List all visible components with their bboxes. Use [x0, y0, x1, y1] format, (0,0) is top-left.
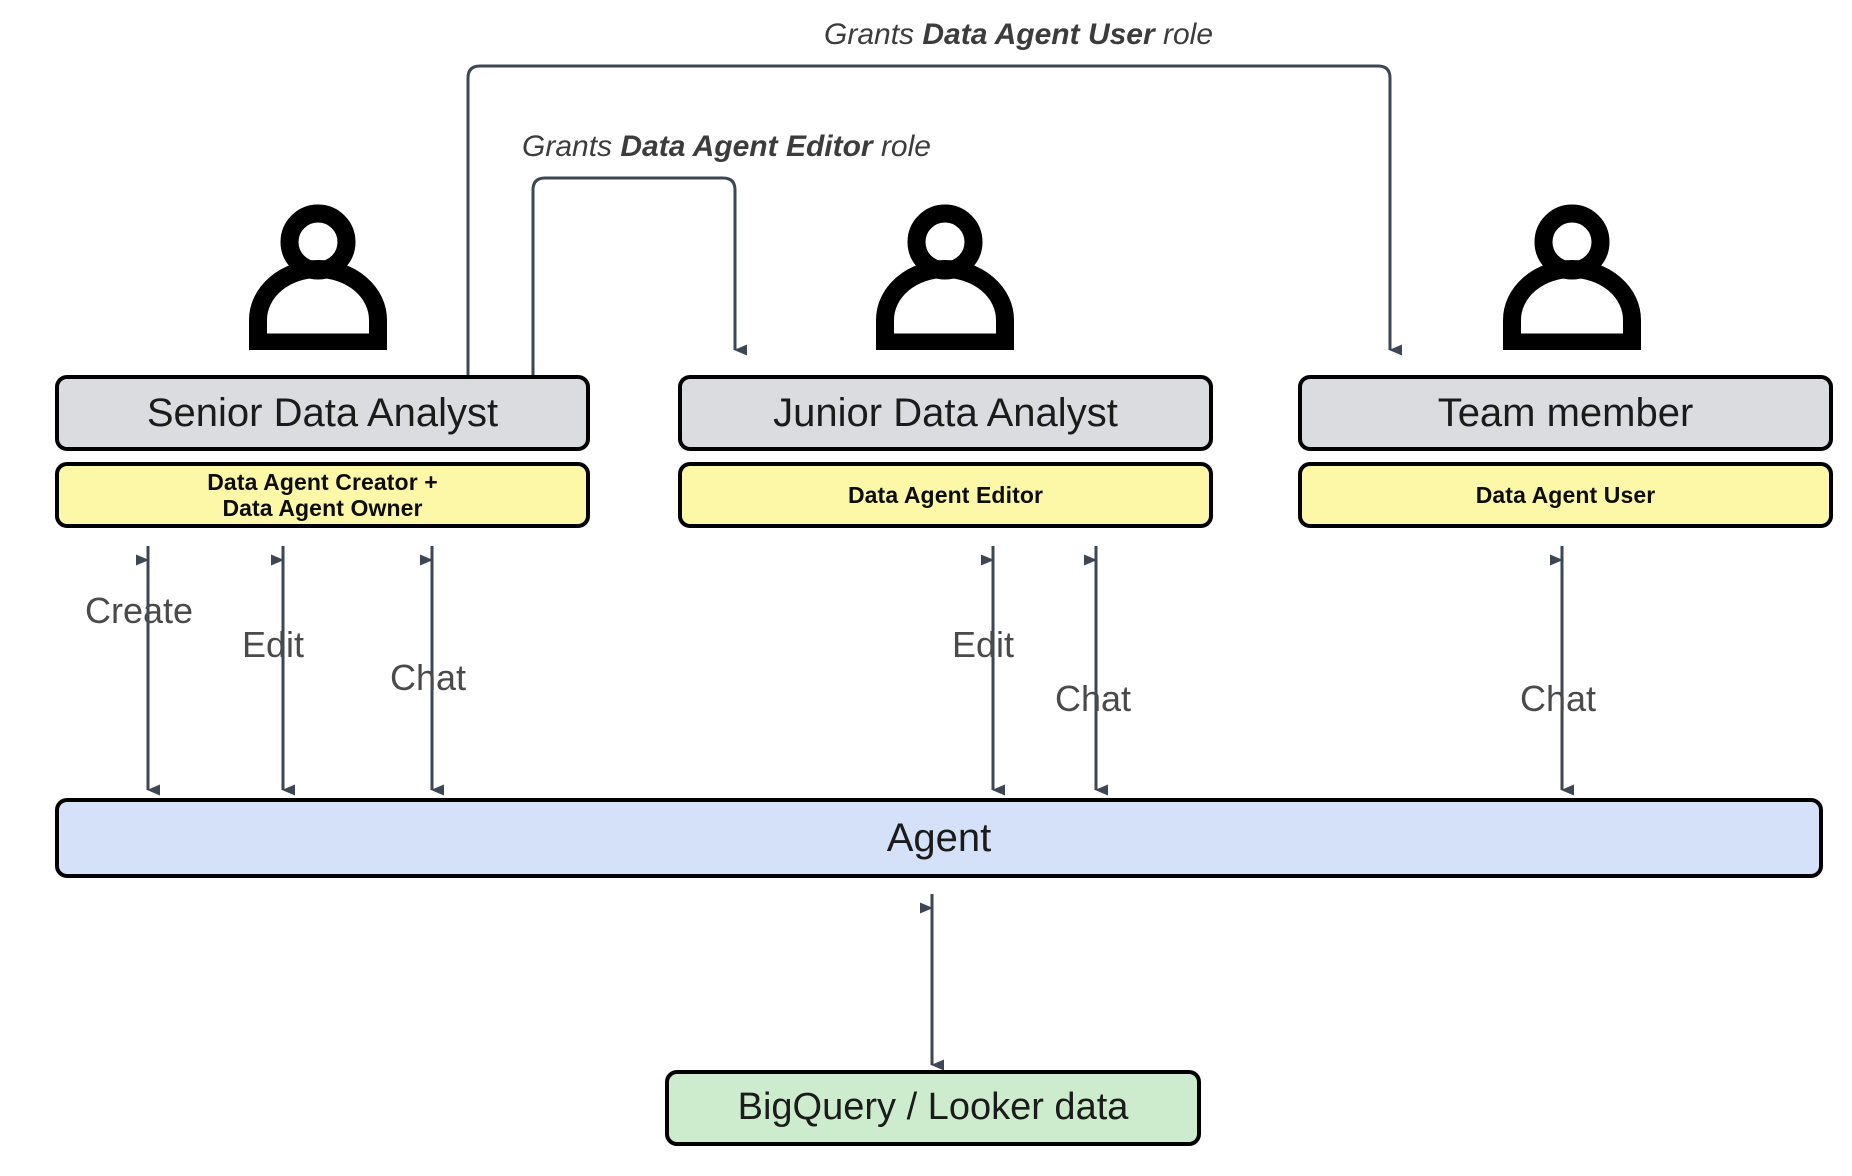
grant-user-label: Grants Data Agent User role [824, 18, 1213, 52]
persona-title-junior-data-analyst: Junior Data Analyst [773, 391, 1118, 435]
agent-label: Agent [886, 816, 992, 860]
permission-line-1-junior: Data Agent Editor [847, 481, 1044, 508]
permission-line-1-team: Data Agent User [1475, 481, 1656, 508]
grant-editor-role: Data Agent Editor [620, 130, 873, 163]
datastore-label: BigQuery / Looker data [737, 1086, 1129, 1129]
datastore-box[interactable]: BigQuery / Looker data [665, 1070, 1201, 1146]
action-label-chat-senior: Chat [390, 657, 467, 698]
agent-bar[interactable]: Agent [55, 798, 1823, 878]
grant-editor-connector [531, 176, 747, 378]
person-icon-junior-data-analyst [876, 204, 1014, 350]
grant-user-suffix: role [1154, 18, 1214, 51]
permission-box-junior-data-analyst[interactable]: Data Agent Editor [678, 462, 1213, 528]
permission-box-team-member[interactable]: Data Agent User [1298, 462, 1833, 528]
action-label-edit-senior: Edit [242, 624, 305, 665]
action-label-chat-team: Chat [1520, 678, 1597, 719]
person-icon-senior-data-analyst [249, 204, 387, 350]
person-icon-team-member [1503, 204, 1641, 350]
permission-line-1-senior: Data Agent Creator + [207, 468, 438, 495]
persona-title-team-member: Team member [1437, 391, 1694, 435]
permission-line-2-senior: Data Agent Owner [222, 495, 423, 521]
persona-header-senior-data-analyst[interactable]: Senior Data Analyst [55, 375, 590, 451]
persona-header-junior-data-analyst[interactable]: Junior Data Analyst [678, 375, 1213, 451]
grant-editor-suffix: role [872, 130, 931, 163]
persona-header-team-member[interactable]: Team member [1298, 375, 1833, 451]
grant-editor-prefix: Grants [522, 130, 621, 163]
grant-editor-label: Grants Data Agent Editor role [522, 130, 931, 164]
grant-user-prefix: Grants [824, 18, 923, 51]
permission-box-senior-data-analyst[interactable]: Data Agent Creator + Data Agent Owner [55, 462, 590, 528]
persona-title-senior-data-analyst: Senior Data Analyst [146, 391, 499, 435]
action-label-edit-junior: Edit [952, 624, 1015, 665]
grant-user-role: Data Agent User [922, 18, 1155, 51]
action-label-create-senior: Create [85, 590, 194, 631]
action-label-chat-junior: Chat [1055, 678, 1132, 719]
